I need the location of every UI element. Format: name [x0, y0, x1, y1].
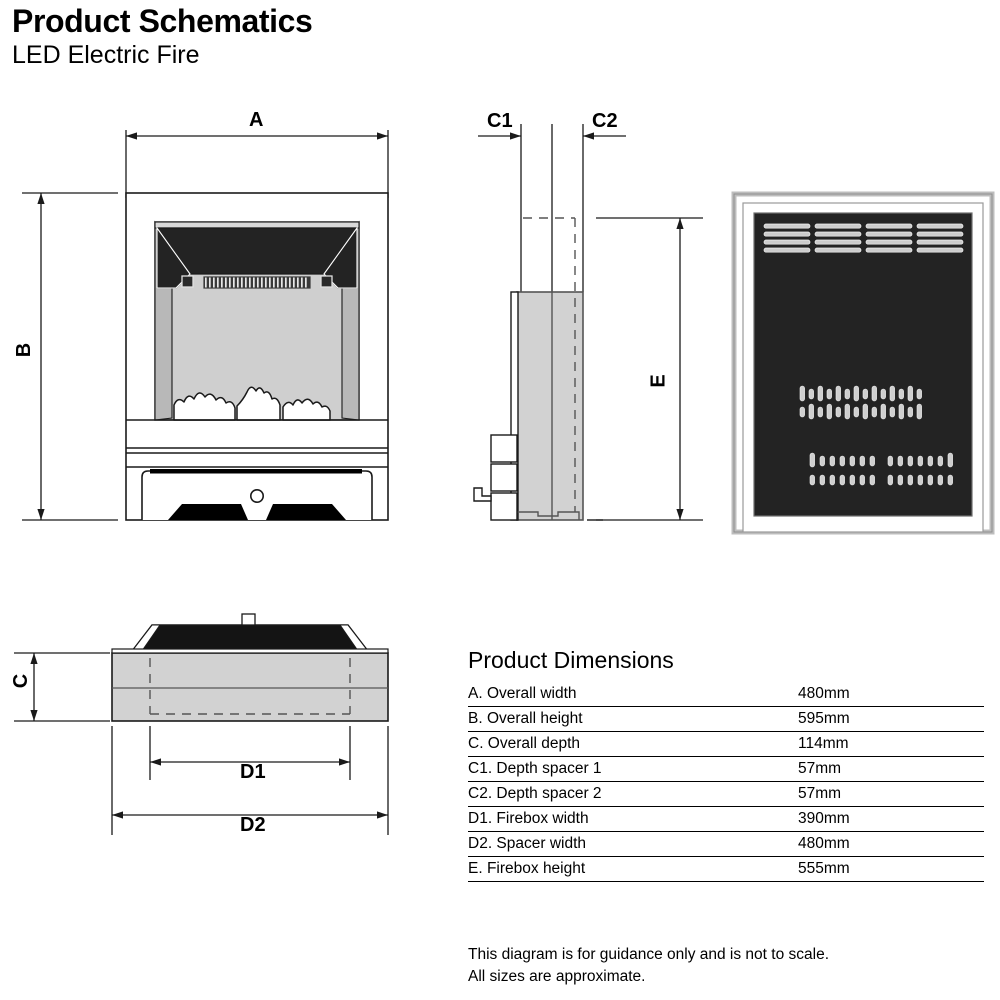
- top-canopy: [130, 624, 370, 652]
- product-dimensions-panel: Product Dimensions A. Overall width 480m…: [468, 647, 988, 883]
- dimension-a: [125, 130, 389, 198]
- table-row: E. Firebox height 555mm: [468, 856, 984, 883]
- side-hidden-outline: [523, 217, 576, 512]
- table-row: C1. Depth spacer 1 57mm: [468, 756, 984, 783]
- canopy-left-bevel: [156, 226, 191, 289]
- dimension-row-value: 555mm: [798, 856, 984, 883]
- cable-clip: [473, 487, 492, 502]
- table-row: C. Overall depth 114mm: [468, 731, 984, 758]
- bracket-left: [181, 275, 194, 288]
- dimension-label-c1: C1: [487, 110, 513, 132]
- top-slab-body: [111, 652, 389, 722]
- arrowhead-d2-right: [377, 811, 388, 819]
- arrowhead-d1-right: [339, 758, 350, 766]
- dimensions-title: Product Dimensions: [468, 647, 674, 673]
- rear-top-louvres: [763, 223, 964, 253]
- dimension-label-c: C: [10, 673, 33, 689]
- arrowhead-d2-left: [112, 811, 123, 819]
- side-body-slab: [516, 291, 584, 521]
- base-tray-lip: [150, 469, 362, 474]
- top-canopy-underlip: [111, 648, 389, 654]
- dimension-row-label: D1. Firebox width: [468, 806, 798, 833]
- dimension-row-value: 595mm: [798, 706, 984, 733]
- dimension-row-label: C1. Depth spacer 1: [468, 756, 798, 783]
- dimension-row-value: 480mm: [798, 831, 984, 858]
- dimension-row-value: 57mm: [798, 756, 984, 783]
- dimensions-table: A. Overall width 480mm B. Overall height…: [468, 682, 984, 883]
- plinth-left: [168, 504, 248, 520]
- dimension-row-value: 114mm: [798, 731, 984, 758]
- rear-mid-vents: [799, 385, 922, 420]
- arrowhead-c-top: [30, 653, 38, 664]
- header: Product Schematics LED Electric Fire: [12, 3, 313, 70]
- table-row: B. Overall height 595mm: [468, 706, 984, 733]
- dimension-e: [596, 217, 703, 521]
- dimension-c2: [583, 132, 626, 140]
- terminal-box-lower: [490, 463, 518, 492]
- dimension-label-b: B: [13, 342, 36, 358]
- control-knob[interactable]: [250, 488, 265, 503]
- dimension-row-label: E. Firebox height: [468, 856, 798, 883]
- arrowhead-a-left: [126, 132, 137, 140]
- arrowhead-d1-left: [150, 758, 161, 766]
- table-row: A. Overall width 480mm: [468, 682, 984, 708]
- canopy-grille: [202, 275, 312, 290]
- arrowhead-b-bottom: [37, 509, 45, 520]
- footnote: This diagram is for guidance only and is…: [468, 944, 829, 989]
- plinth-right: [266, 504, 346, 520]
- top-plan-view: [14, 613, 389, 835]
- front-elevation-view: [22, 130, 389, 521]
- dimension-label-e: E: [647, 374, 670, 388]
- footnote-line-1: This diagram is for guidance only and is…: [468, 946, 829, 963]
- table-row: D1. Firebox width 390mm: [468, 806, 984, 833]
- arrowhead-a-right: [377, 132, 388, 140]
- top-centre-tab: [241, 613, 256, 626]
- dimension-c: [14, 652, 110, 722]
- dimension-label-d1: D1: [240, 761, 266, 783]
- page-title: Product Schematics: [12, 3, 313, 39]
- dimension-row-value: 57mm: [798, 781, 984, 808]
- dimension-row-label: C2. Depth spacer 2: [468, 781, 798, 808]
- bracket-right: [320, 275, 333, 288]
- arrowhead-c-bottom: [30, 710, 38, 721]
- side-base-notches: [516, 511, 580, 520]
- arrowhead-e-top: [676, 218, 684, 229]
- rear-elevation-view: [731, 191, 995, 535]
- dimension-row-value: 480mm: [798, 682, 984, 708]
- dimension-row-label: A. Overall width: [468, 682, 798, 708]
- rear-back-panel: [753, 212, 973, 517]
- side-extension-lines: [520, 124, 584, 292]
- canopy-top-strip: [154, 221, 360, 229]
- page-subtitle: LED Electric Fire: [12, 40, 200, 69]
- canopy-right-bevel: [323, 226, 358, 289]
- dimension-row-value: 390mm: [798, 806, 984, 833]
- dimension-row-label: D2. Spacer width: [468, 831, 798, 858]
- top-hidden-outline: [149, 658, 351, 715]
- dimension-b: [22, 192, 118, 521]
- dimension-label-a: A: [249, 109, 264, 131]
- terminal-box-upper: [490, 434, 518, 463]
- arrowhead-e-bottom: [676, 509, 684, 520]
- dimension-label-c2: C2: [592, 110, 618, 132]
- dimension-d2: [111, 726, 389, 835]
- dimension-label-d2: D2: [240, 814, 266, 836]
- fuel-bed: [173, 386, 331, 421]
- table-row: C2. Depth spacer 2 57mm: [468, 781, 984, 808]
- dimension-row-label: C. Overall depth: [468, 731, 798, 758]
- dimension-d1: [149, 726, 351, 780]
- terminal-box-base: [490, 492, 518, 521]
- arrowhead-b-top: [37, 193, 45, 204]
- dimension-c1: [478, 132, 521, 140]
- table-row: D2. Spacer width 480mm: [468, 831, 984, 858]
- dimension-row-label: B. Overall height: [468, 706, 798, 733]
- side-elevation-view: [473, 124, 703, 521]
- rear-lower-vents: [809, 452, 953, 486]
- footnote-line-2: All sizes are approximate.: [468, 968, 646, 986]
